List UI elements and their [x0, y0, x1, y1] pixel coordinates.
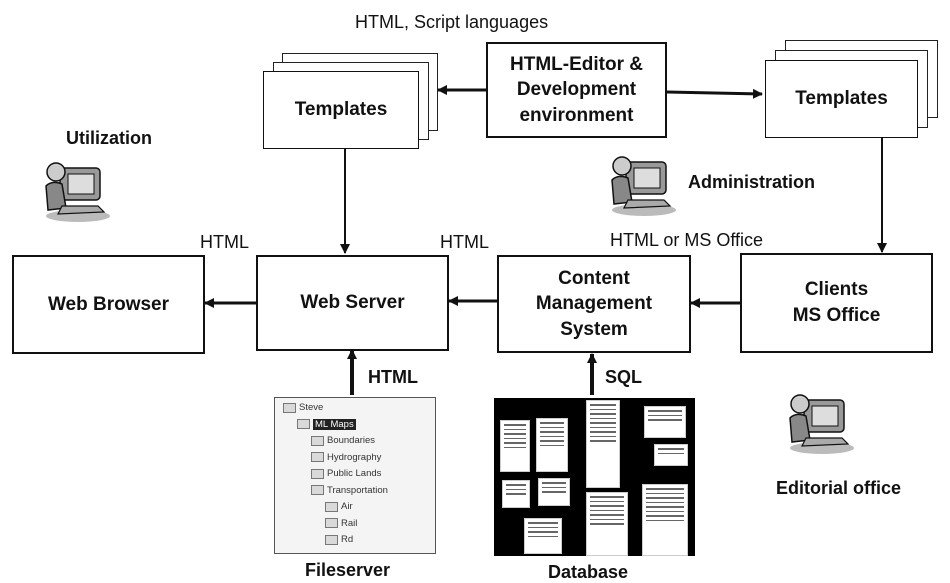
box-templates-left-text: Templates	[294, 99, 388, 121]
db-table-card	[538, 478, 570, 506]
box-templates-right-text: Templates	[795, 88, 888, 110]
box-templates-left: Templates	[263, 71, 419, 149]
computer-user-icon-utilization	[45, 162, 110, 222]
folder-icon	[311, 468, 324, 479]
folder-icon	[325, 501, 338, 512]
db-table-card	[502, 480, 530, 508]
db-table-card	[536, 418, 568, 472]
label-html-or-ms-office: HTML or MS Office	[610, 230, 764, 250]
box-templates-right: Templates	[765, 60, 918, 138]
computer-user-icon-editorial	[789, 394, 854, 454]
folder-icon	[311, 435, 324, 446]
folder-icon	[325, 518, 338, 528]
arrow-editor-to-templates-right	[666, 88, 763, 99]
box-clients-ms-office: Clients MS Office	[740, 253, 933, 353]
db-table-card	[586, 492, 628, 556]
folder-icon	[311, 452, 324, 462]
box-cms-text: Content Management System	[535, 267, 653, 340]
fileserver-tree-label: Transportation	[327, 484, 388, 496]
fileserver-tree-label: Air	[341, 501, 353, 512]
label-sql: SQL	[605, 367, 643, 387]
fileserver-tree-label: Rd	[341, 534, 354, 545]
db-table-card	[500, 420, 530, 472]
box-html-editor-text: HTML-Editor & Development environment	[510, 53, 643, 126]
label-editorial-office: Editorial office	[776, 478, 902, 498]
box-web-browser-text: Web Browser	[47, 293, 170, 315]
fileserver-tree-item: Boundaries	[311, 435, 375, 446]
fileserver-tree-item: Steve	[283, 402, 323, 413]
fileserver-tree-item: Rd	[325, 534, 353, 545]
box-web-server-text: Web Server	[300, 292, 405, 314]
fileserver-tree-item: ML Maps	[297, 418, 356, 430]
computer-user-icon-administration	[611, 156, 676, 216]
label-utilization: Utilization	[66, 128, 152, 148]
folder-icon	[297, 419, 310, 429]
label-html-cms: HTML	[440, 232, 489, 252]
fileserver-tree-label: Hydrography	[327, 451, 382, 463]
fileserver-tree-label: Public Lands	[327, 468, 382, 479]
box-web-server: Web Server	[256, 255, 449, 351]
box-content-management-system: Content Management System	[497, 255, 691, 353]
folder-icon	[311, 485, 324, 495]
label-fileserver: Fileserver	[305, 560, 391, 580]
database-schema-panel	[494, 398, 695, 556]
db-table-card	[642, 484, 688, 556]
label-html-browser: HTML	[200, 232, 249, 252]
fileserver-tree-label: Boundaries	[327, 435, 376, 446]
fileserver-tree-item: Public Lands	[311, 468, 381, 479]
label-administration: Administration	[688, 172, 816, 192]
label-html-fileserver: HTML	[368, 367, 418, 387]
folder-icon	[325, 534, 338, 545]
fileserver-tree-label: Steve	[299, 402, 324, 413]
label-database: Database	[548, 562, 629, 582]
label-html-script-languages: HTML, Script languages	[355, 12, 549, 32]
db-table-card	[654, 444, 688, 466]
db-table-card	[644, 406, 686, 438]
fileserver-tree-item: Air	[325, 501, 353, 512]
fileserver-tree-label: ML Maps	[313, 418, 356, 430]
box-clients-text: Clients MS Office	[792, 279, 881, 326]
box-web-browser: Web Browser	[12, 255, 205, 354]
fileserver-tree-item: Hydrography	[311, 452, 381, 463]
db-table-card	[586, 400, 620, 488]
fileserver-tree-label: Rail	[341, 517, 358, 529]
fileserver-tree-item: Rail	[325, 518, 357, 529]
box-html-editor: HTML-Editor & Development environment	[486, 42, 667, 138]
db-table-card	[524, 518, 562, 554]
fileserver-tree-item: Transportation	[311, 485, 388, 496]
folder-icon	[283, 402, 296, 413]
